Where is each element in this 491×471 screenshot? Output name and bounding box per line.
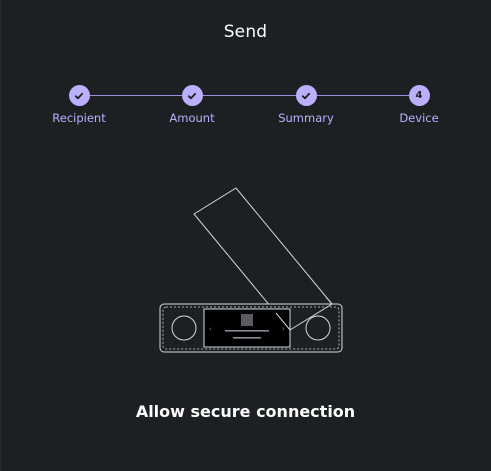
step-amount: Amount bbox=[142, 85, 242, 125]
check-icon bbox=[295, 85, 317, 106]
check-icon bbox=[181, 85, 203, 106]
device-left-button bbox=[171, 315, 197, 341]
step-label: Amount bbox=[169, 111, 215, 125]
step-label: Recipient bbox=[52, 111, 106, 125]
step-recipient: Recipient bbox=[29, 85, 129, 125]
stepper: Recipient Amount Summary 4 Device bbox=[0, 85, 491, 135]
modal-title: Send bbox=[223, 22, 268, 42]
modal-edge bbox=[0, 0, 1, 471]
step-label: Device bbox=[399, 111, 439, 125]
svg-text:‹: ‹ bbox=[209, 325, 212, 333]
step-label: Summary bbox=[278, 111, 334, 125]
step-number: 4 bbox=[408, 85, 430, 106]
step-device: 4 Device bbox=[369, 85, 469, 125]
stepper-line bbox=[79, 95, 419, 96]
status-caption: Allow secure connection bbox=[135, 402, 356, 421]
check-icon bbox=[68, 85, 90, 106]
device-screen: ‹ › bbox=[203, 308, 291, 348]
device-right-button bbox=[305, 315, 331, 341]
hardware-wallet-illustration: ‹ › bbox=[150, 180, 350, 360]
step-summary: Summary bbox=[256, 85, 356, 125]
svg-text:›: › bbox=[282, 325, 285, 333]
